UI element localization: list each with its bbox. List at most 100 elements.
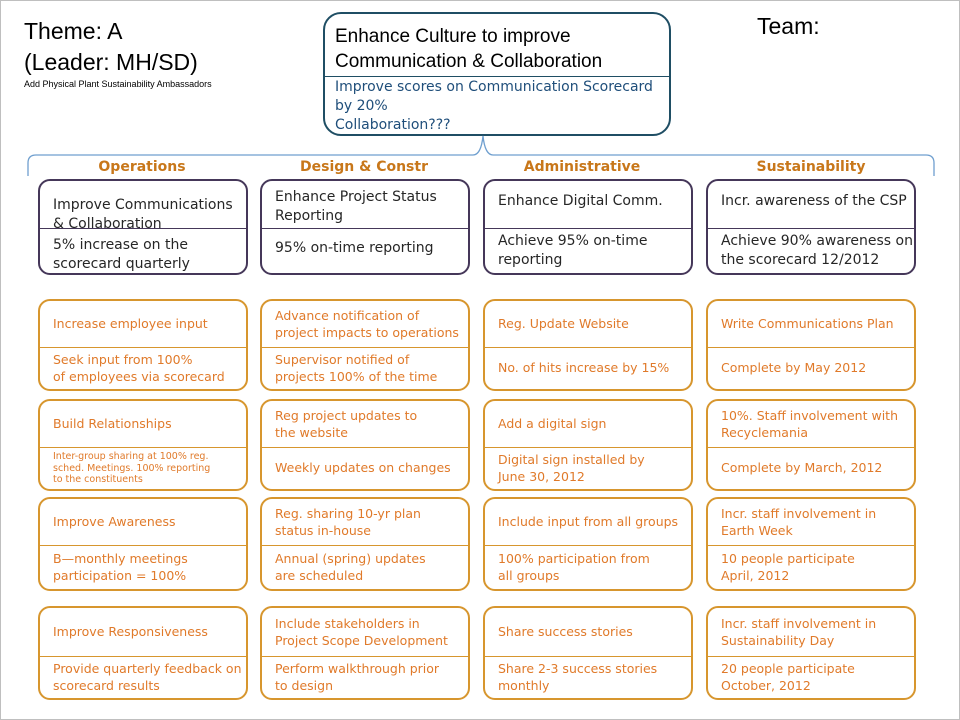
initiative-title: 10%. Staff involvement with Recyclemania	[721, 408, 908, 441]
initiative-measure-line: all groups	[498, 567, 560, 583]
initiative-measure-line: June 30, 2012	[498, 468, 585, 484]
objective-title: Incr. awareness of the CSP	[721, 192, 908, 211]
initiative-measure-line: monthly	[498, 677, 550, 693]
column-heading: Operations	[98, 159, 186, 175]
initiative-measure: Complete by May 2012	[721, 360, 908, 377]
initiative-measure-line: of employees via scorecard	[53, 368, 225, 384]
initiative-divider	[708, 545, 914, 546]
initiative-measure-line: Inter-group sharing at 100% reg.	[53, 451, 209, 462]
team-label: Team:	[757, 13, 820, 39]
initiative-title-line: Sustainability Day	[721, 632, 835, 648]
initiative-title-line: Incr. staff involvement in	[721, 616, 877, 631]
column-heading: Administrative	[523, 159, 641, 175]
initiative-title-line: status in-house	[275, 522, 371, 538]
initiative-title: Improve Awareness	[53, 514, 240, 531]
initiative-title: Include input from all groups	[498, 514, 685, 531]
objective-box: Incr. awareness of the CSP Achieve 90% aw…	[706, 179, 916, 275]
objective-title: Enhance Digital Comm.	[498, 192, 685, 211]
central-divider	[325, 76, 669, 77]
initiative-measure-line: 20 people participate	[721, 661, 855, 676]
objective-divider	[262, 228, 468, 229]
initiative-measure-line: to design	[275, 677, 333, 693]
initiative-title-line: Reg. sharing 10-yr plan	[275, 506, 421, 521]
initiative-title-line: Advance notification of	[275, 308, 420, 323]
central-title-line: Communication & Collaboration	[335, 51, 603, 72]
initiative-measure-line: Annual (spring) updates	[275, 551, 426, 566]
initiative-title-line: Improve Awareness	[53, 514, 176, 529]
initiative-measure-line: B—monthly meetings	[53, 551, 188, 566]
initiative-title: Increase employee input	[53, 316, 240, 333]
initiative-divider	[40, 347, 246, 348]
initiative-divider	[40, 656, 246, 657]
initiative-divider	[262, 656, 468, 657]
initiative-measure-line: scorecard results	[53, 677, 160, 693]
initiative-measure-line: April, 2012	[721, 567, 790, 583]
initiative-title-line: Project Scope Development	[275, 632, 448, 648]
objective-measure-line: reporting	[498, 252, 563, 268]
initiative-divider	[262, 545, 468, 546]
objective-measure-line: 5% increase on the	[53, 237, 188, 253]
initiative-title: Build Relationships	[53, 416, 240, 433]
column-heading: Sustainability	[756, 159, 866, 175]
column-heading: Design & Constr	[300, 159, 428, 175]
objective-measure: 95% on-time reporting	[275, 239, 462, 258]
central-goal-measures: Improve scores on Communication Scorecar…	[335, 78, 653, 134]
initiative-box: 10%. Staff involvement with Recyclemania…	[706, 399, 916, 491]
objective-title-line: Enhance Digital Comm.	[498, 193, 663, 209]
objective-title-line: Reporting	[275, 208, 344, 224]
initiative-divider	[708, 447, 914, 448]
central-measure-line: Improve scores on Communication Scorecar…	[335, 79, 653, 95]
initiative-divider	[40, 545, 246, 546]
initiative-measure-line: Seek input from 100%	[53, 352, 193, 367]
initiative-measure-line: projects 100% of the time	[275, 368, 438, 384]
theme-leader: (Leader: MH/SD)	[24, 49, 198, 75]
initiative-title-line: Add a digital sign	[498, 416, 607, 431]
objective-title-line: & Collaboration	[53, 216, 162, 232]
initiative-title-line: Recyclemania	[721, 424, 809, 440]
initiative-measure-line: October, 2012	[721, 677, 811, 693]
initiative-title-line: Share success stories	[498, 624, 633, 639]
initiative-title: Share success stories	[498, 624, 685, 641]
initiative-divider	[708, 347, 914, 348]
initiative-title-line: Include stakeholders in	[275, 616, 420, 631]
initiative-measure-line: Complete by March, 2012	[721, 460, 883, 475]
initiative-title: Reg. Update Website	[498, 316, 685, 333]
initiative-title-line: Improve Responsiveness	[53, 624, 208, 639]
initiative-title: Improve Responsiveness	[53, 624, 240, 641]
objective-title-line: Enhance Project Status	[275, 189, 437, 205]
initiative-measure-line: Complete by May 2012	[721, 360, 867, 375]
initiative-measure-line: Digital sign installed by	[498, 452, 645, 467]
central-measure-line: Collaboration???	[335, 117, 451, 133]
initiative-measure-line: No. of hits increase by 15%	[498, 360, 670, 375]
initiative-title-line: Include input from all groups	[498, 514, 679, 529]
initiative-measure-line: Provide quarterly feedback on	[53, 661, 242, 676]
initiative-measure: No. of hits increase by 15%	[498, 360, 685, 377]
objective-measure-line: 95% on-time reporting	[275, 240, 434, 256]
objective-box: Enhance Digital Comm. Achieve 95% on-time…	[483, 179, 693, 275]
initiative-divider	[485, 447, 691, 448]
initiative-title-line: the website	[275, 424, 348, 440]
